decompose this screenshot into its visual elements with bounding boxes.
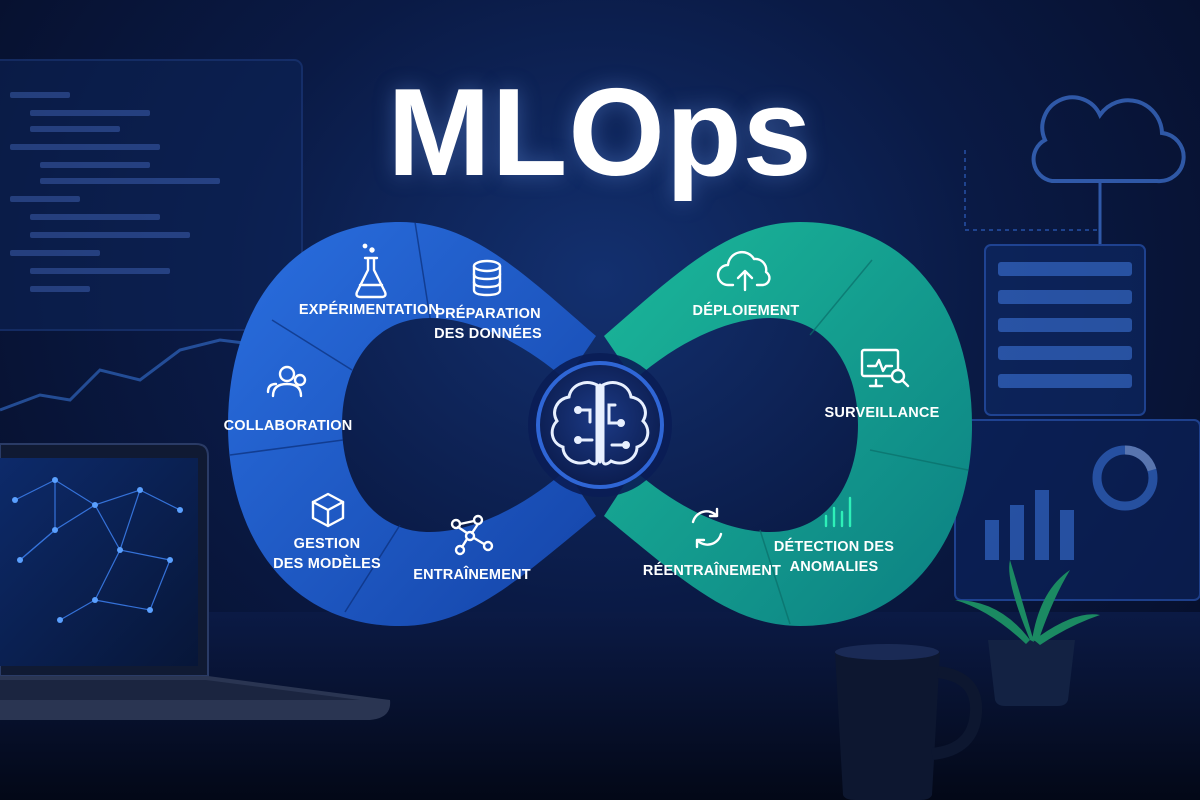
label-reentrainement: RÉENTRAÎNEMENT — [643, 561, 781, 579]
brain-circuit-icon — [550, 381, 650, 466]
cloud-upload-icon — [716, 250, 771, 292]
flask-icon — [355, 243, 387, 299]
label-experimentation: EXPÉRIMENTATION — [299, 301, 439, 318]
right-loop — [604, 222, 972, 626]
plant — [955, 560, 1100, 706]
people-icon — [266, 365, 307, 398]
label-gestion-1: GESTION — [294, 536, 361, 552]
segment-labels: EXPÉRIMENTATION PRÉPARATION DES DONNÉES … — [224, 301, 940, 583]
label-detection-1: DÉTECTION DES — [774, 538, 894, 555]
label-gestion-2: DES MODÈLES — [273, 555, 381, 572]
laptop — [0, 443, 391, 720]
label-entrainement: ENTRAÎNEMENT — [413, 565, 531, 583]
database-icon — [472, 259, 502, 297]
label-preparation-2: DES DONNÉES — [434, 325, 542, 342]
label-detection-2: ANOMALIES — [790, 559, 879, 575]
code-monitor — [0, 59, 303, 412]
label-preparation-1: PRÉPARATION — [435, 305, 541, 322]
label-deploiement: DÉPLOIEMENT — [693, 302, 800, 319]
server-cloud-art — [954, 95, 1200, 601]
label-surveillance: SURVEILLANCE — [825, 405, 940, 421]
network-icon — [450, 514, 494, 556]
coffee-mug — [835, 644, 983, 800]
refresh-icon — [691, 507, 723, 549]
label-collaboration: COLLABORATION — [224, 418, 353, 434]
monitor-search-icon — [860, 348, 910, 388]
page-title: MLOps — [387, 64, 813, 202]
cube-icon — [311, 492, 345, 528]
bar-chart-icon — [824, 496, 852, 528]
left-loop — [228, 222, 596, 626]
